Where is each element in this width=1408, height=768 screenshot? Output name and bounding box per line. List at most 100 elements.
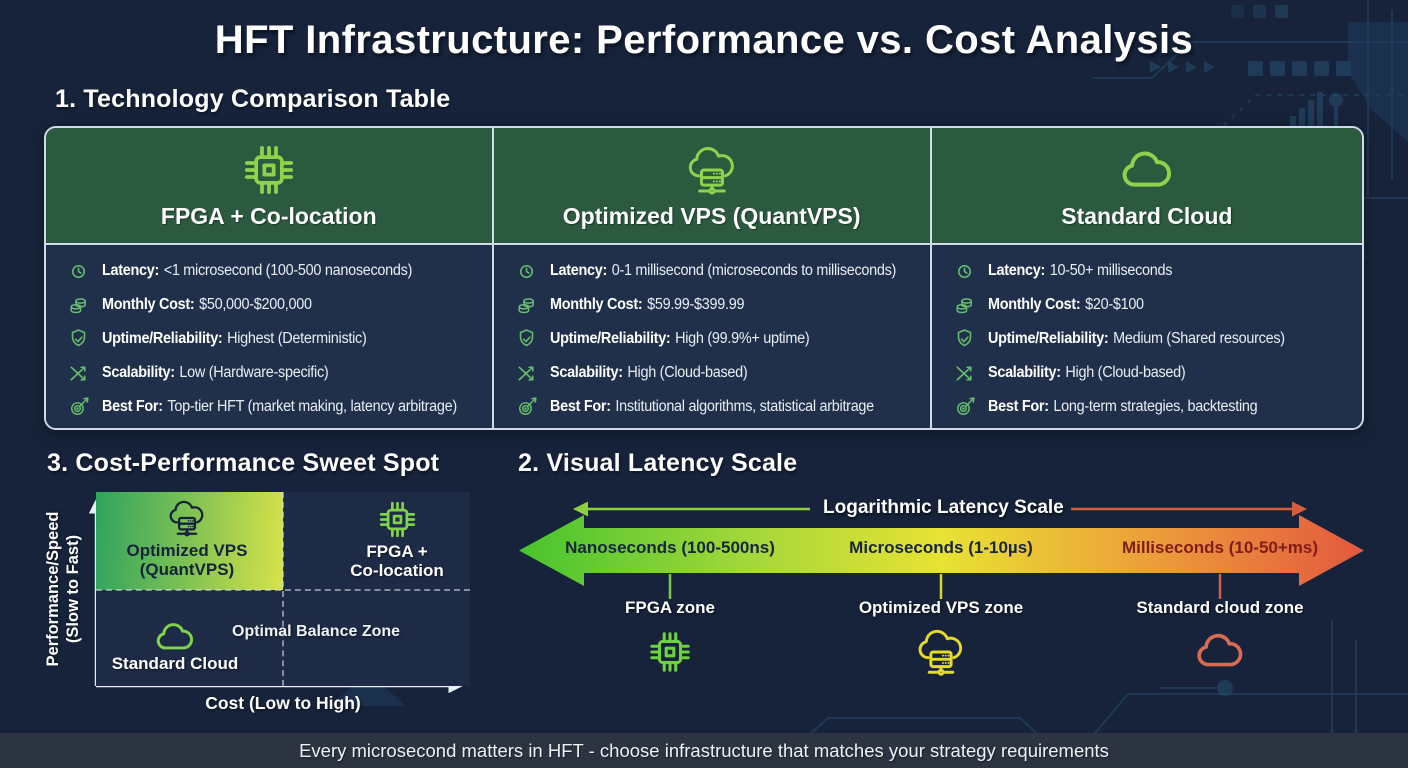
column-fpga-body: Latency:<1 microsecond (100-500 nanoseco… bbox=[46, 245, 492, 428]
x-axis-label: Cost (Low to High) bbox=[205, 693, 361, 713]
zone-fpga-label: FPGA zone bbox=[624, 598, 716, 617]
column-vps-header: Optimized VPS (QuantVPS) bbox=[493, 128, 930, 245]
row-value: <1 microsecond (100-500 nanoseconds) bbox=[163, 262, 413, 279]
table-row: Scalability:Low (Hardware-specific) bbox=[66, 356, 484, 390]
cloud-icon bbox=[154, 619, 196, 655]
target-icon bbox=[952, 395, 977, 420]
table-row: Scalability:High (Cloud-based) bbox=[952, 356, 1354, 390]
table-row: Uptime/Reliability:Medium (Shared resour… bbox=[952, 322, 1354, 356]
table-row: Monthly Cost:$59.99-$399.99 bbox=[514, 288, 922, 322]
cloud-server-icon bbox=[684, 142, 740, 198]
column-fpga: FPGA + Co-location Latency:<1 microsecon… bbox=[46, 128, 492, 428]
table-row: Best For:Institutional algorithms, stati… bbox=[514, 390, 922, 424]
column-fpga-header: FPGA + Co-location bbox=[46, 128, 492, 245]
column-cloud-header: Standard Cloud bbox=[931, 128, 1362, 245]
row-label: Latency: bbox=[549, 262, 607, 279]
column-title: Optimized VPS (QuantVPS) bbox=[562, 202, 861, 229]
cloud-icon bbox=[1119, 142, 1175, 198]
shield-check-icon bbox=[514, 327, 539, 352]
shield-check-icon bbox=[952, 327, 977, 352]
table-row: Uptime/Reliability:Highest (Deterministi… bbox=[66, 322, 484, 356]
optimal-balance-zone-label: Optimal Balance Zone bbox=[232, 623, 401, 640]
table-row: Monthly Cost:$20-$100 bbox=[952, 288, 1354, 322]
row-value: Top-tier HFT (market making, latency arb… bbox=[167, 398, 457, 415]
row-value: 0-1 millisecond (microseconds to millise… bbox=[611, 262, 896, 279]
cloud-icon bbox=[1194, 629, 1246, 673]
row-value: High (99.9%+ uptime) bbox=[674, 330, 810, 347]
latency-gradient-arrow bbox=[519, 501, 1364, 599]
row-label: Scalability: bbox=[102, 364, 175, 381]
vps-quadrant-label: Optimized VPS (QuantVPS) bbox=[126, 541, 248, 580]
crossed-arrows-icon bbox=[66, 361, 91, 386]
row-label: Scalability: bbox=[549, 364, 623, 381]
column-title: Standard Cloud bbox=[1061, 202, 1233, 229]
column-vps: Optimized VPS (QuantVPS) Latency:0-1 mil… bbox=[491, 128, 930, 428]
row-value: Institutional algorithms, statistical ar… bbox=[614, 398, 874, 415]
row-label: Best For: bbox=[987, 398, 1049, 415]
row-label: Latency: bbox=[987, 262, 1045, 279]
sweet-spot-chart: Optimized VPS (QuantVPS) FPGA + Co-locat… bbox=[96, 492, 470, 686]
section-latency-heading: 2. Visual Latency Scale bbox=[518, 449, 798, 477]
coins-icon bbox=[66, 293, 91, 318]
row-value: $50,000-$200,000 bbox=[199, 296, 312, 313]
chip-icon bbox=[241, 142, 297, 198]
row-value: Highest (Deterministic) bbox=[227, 330, 367, 347]
row-value: 10-50+ milliseconds bbox=[1049, 262, 1172, 279]
band-nanoseconds: Nanoseconds (100-500ns) bbox=[565, 538, 775, 557]
table-row: Latency:<1 microsecond (100-500 nanoseco… bbox=[66, 254, 484, 288]
crossed-arrows-icon bbox=[952, 361, 977, 386]
footer-banner: Every microsecond matters in HFT - choos… bbox=[0, 733, 1408, 768]
row-label: Scalability: bbox=[987, 364, 1061, 381]
row-label: Uptime/Reliability: bbox=[549, 330, 671, 347]
row-value: Long-term strategies, backtesting bbox=[1053, 398, 1258, 415]
clock-icon bbox=[66, 259, 91, 284]
table-row: Latency:10-50+ milliseconds bbox=[952, 254, 1354, 288]
table-row: Monthly Cost:$50,000-$200,000 bbox=[66, 288, 484, 322]
row-label: Monthly Cost: bbox=[102, 296, 195, 313]
row-label: Latency: bbox=[102, 262, 160, 279]
zone-cloud-label: Standard cloud zone bbox=[1136, 598, 1304, 617]
table-row: Best For:Long-term strategies, backtesti… bbox=[952, 390, 1354, 424]
row-label: Uptime/Reliability: bbox=[102, 330, 223, 347]
band-milliseconds: Milliseconds (10-50+ms) bbox=[1121, 538, 1319, 557]
chip-icon bbox=[377, 499, 418, 540]
optimal-zone-highlight bbox=[96, 492, 283, 590]
fpga-quadrant-label: FPGA + Co-location bbox=[350, 542, 444, 581]
table-row: Best For:Top-tier HFT (market making, la… bbox=[66, 390, 484, 424]
row-label: Monthly Cost: bbox=[549, 296, 643, 313]
row-value: Low (Hardware-specific) bbox=[179, 364, 329, 381]
table-row: Uptime/Reliability:High (99.9%+ uptime) bbox=[514, 322, 922, 356]
y-axis-label: Performance/Speed (Slow to Fast) bbox=[44, 511, 82, 667]
standard-cloud-label: Standard Cloud bbox=[111, 654, 239, 673]
quadrant-divider-horizontal bbox=[96, 589, 470, 591]
crossed-arrows-icon bbox=[514, 361, 539, 386]
section-comparison-heading: 1. Technology Comparison Table bbox=[55, 85, 451, 113]
footer-text: Every microsecond matters in HFT - choos… bbox=[299, 739, 1109, 761]
column-vps-body: Latency:0-1 millisecond (microseconds to… bbox=[493, 245, 930, 428]
latency-scale-arrow bbox=[519, 515, 1364, 586]
row-value: Medium (Shared resources) bbox=[1112, 330, 1285, 347]
coins-icon bbox=[952, 293, 977, 318]
section-sweet-spot-heading: 3. Cost-Performance Sweet Spot bbox=[47, 449, 440, 477]
cloud-server-icon bbox=[914, 625, 968, 679]
cloud-server-icon bbox=[166, 497, 208, 539]
row-value: $59.99-$399.99 bbox=[646, 296, 744, 313]
clock-icon bbox=[514, 259, 539, 284]
row-label: Uptime/Reliability: bbox=[987, 330, 1109, 347]
page-title: HFT Infrastructure: Performance vs. Cost… bbox=[214, 18, 1194, 62]
band-microseconds: Microseconds (1-10µs) bbox=[849, 538, 1033, 557]
comparison-table: FPGA + Co-location Latency:<1 microsecon… bbox=[44, 126, 1364, 430]
zone-vps-label: Optimized VPS zone bbox=[858, 598, 1024, 617]
row-value: $20-$100 bbox=[1084, 296, 1144, 313]
chip-icon bbox=[647, 629, 693, 675]
row-value: High (Cloud-based) bbox=[627, 364, 747, 381]
column-title: FPGA + Co-location bbox=[160, 202, 377, 229]
row-label: Best For: bbox=[102, 398, 163, 415]
clock-icon bbox=[952, 259, 977, 284]
target-icon bbox=[66, 395, 91, 420]
log-scale-title: Logarithmic Latency Scale bbox=[823, 497, 1064, 518]
target-icon bbox=[514, 395, 539, 420]
row-value: High (Cloud-based) bbox=[1065, 364, 1186, 381]
table-row: Scalability:High (Cloud-based) bbox=[514, 356, 922, 390]
